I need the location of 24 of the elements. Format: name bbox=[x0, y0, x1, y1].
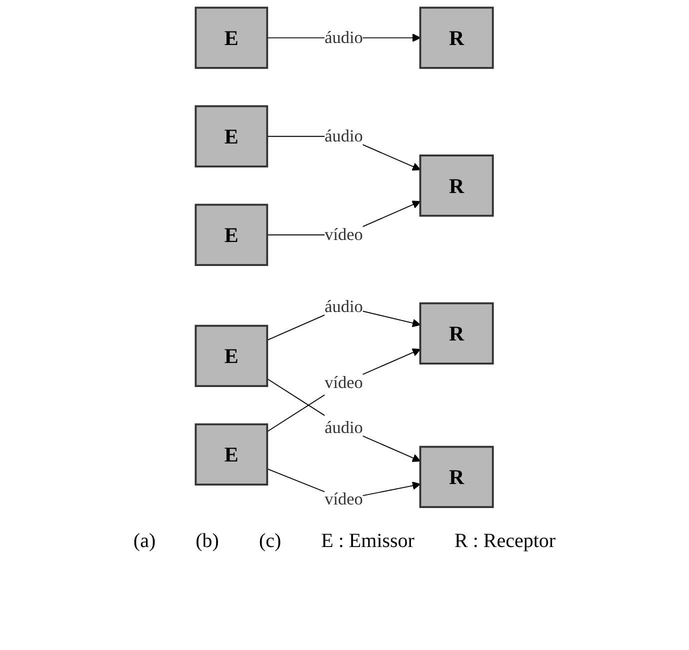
node-box bbox=[420, 6, 494, 69]
edge-label: vídeo bbox=[324, 372, 364, 392]
node-box bbox=[194, 204, 268, 266]
edge-label: vídeo bbox=[324, 489, 364, 509]
label-text: (a) bbox=[133, 530, 156, 553]
edge-label: áudio bbox=[324, 28, 364, 47]
node-box bbox=[194, 324, 268, 388]
node-box bbox=[194, 105, 268, 168]
arrow bbox=[266, 378, 421, 462]
label-text: (c) bbox=[258, 530, 282, 553]
label-text: R : Receptor bbox=[454, 530, 556, 553]
label-text: E : Emissor bbox=[321, 530, 414, 553]
flow-diagram: áudio áudio vídeo áudio vídeo áudio vídeo E R E E R E R E R bbox=[181, 0, 508, 520]
node-box bbox=[420, 154, 494, 217]
node-box bbox=[420, 446, 494, 508]
arrow bbox=[266, 348, 421, 432]
edge-label: áudio bbox=[324, 296, 364, 316]
node-box bbox=[194, 423, 268, 486]
edge-label: vídeo bbox=[324, 224, 364, 244]
edge-label: áudio bbox=[324, 126, 364, 146]
label-text: (b) bbox=[196, 530, 219, 553]
node-box bbox=[420, 302, 494, 365]
node-box bbox=[194, 6, 268, 69]
edge-label: áudio bbox=[324, 418, 364, 437]
